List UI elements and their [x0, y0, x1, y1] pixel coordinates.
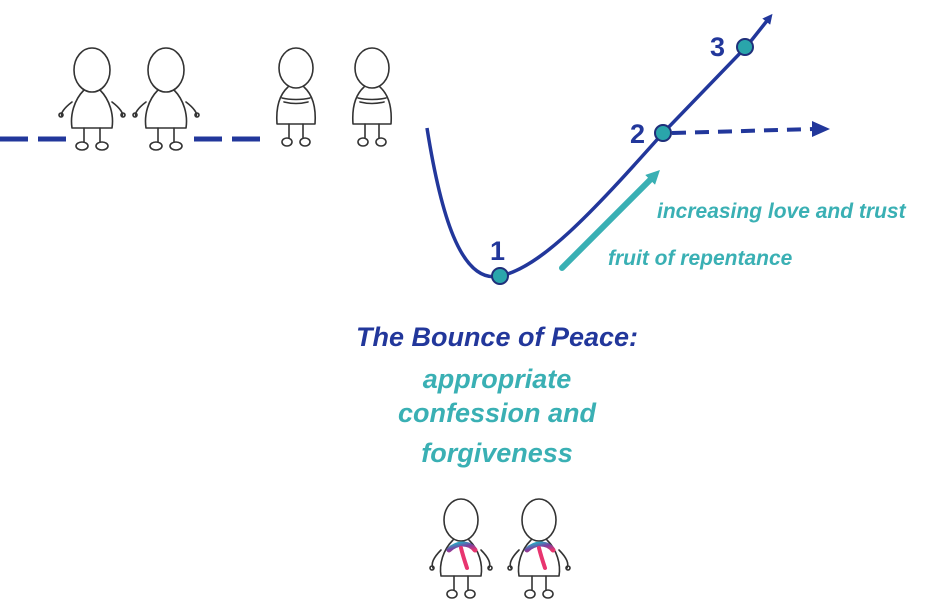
person-reconciled-2 [507, 498, 571, 599]
continuation-dashed-arrow [671, 127, 816, 135]
point-2: 2 [630, 119, 672, 149]
title-sub-1: appropriate [423, 364, 572, 394]
title-sub-3: forgiveness [421, 438, 573, 468]
point-2-label: 2 [630, 119, 645, 149]
increasing-love-label: increasing love and trust [657, 200, 907, 223]
point-1: 1 [490, 236, 509, 285]
point-1-label: 1 [490, 236, 505, 266]
fruit-of-repentance-label: fruit of repentance [608, 247, 793, 270]
point-3-label: 3 [710, 32, 725, 62]
point-1-dot [491, 267, 509, 285]
heart-mark-icon [524, 541, 556, 570]
person-arms-crossed-1 [275, 47, 317, 147]
person-standing-2 [132, 47, 200, 151]
point-2-dot [654, 124, 672, 142]
continuation-arrowhead [812, 121, 830, 137]
title-main: The Bounce of Peace: [356, 322, 638, 352]
heart-mark-icon [446, 541, 478, 570]
point-3: 3 [710, 32, 754, 62]
person-standing-1 [58, 47, 126, 151]
person-arms-crossed-2 [351, 47, 393, 147]
point-3-dot [736, 38, 754, 56]
fruit-arrow [559, 170, 660, 271]
title-sub-2: confession and [398, 398, 597, 428]
